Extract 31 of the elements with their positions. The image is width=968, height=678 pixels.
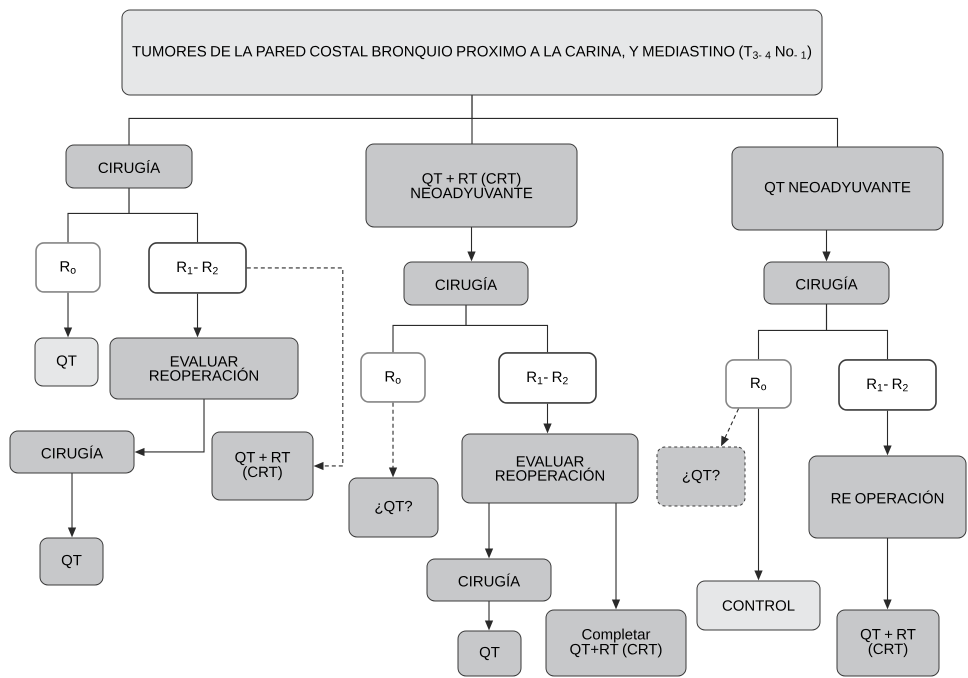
process-box: QT [34,337,98,386]
result-box: R$_{o}$ [35,242,101,293]
process-box: QT + RT (CRT) [836,609,940,676]
process-box: EVALUAR REOPERACIÓN [110,337,298,400]
process-box: QT + RT (CRT) [212,431,314,500]
connector-line [465,305,548,352]
process-box: QT + RT (CRT) NEOADYUVANTE [366,143,578,228]
arrow [246,267,344,470]
process-box: Completar QT+RT (CRT) [546,609,686,676]
process-box: CIRUGÍA [426,558,552,602]
process-box: CIRUGÍA [764,261,890,304]
result-box: R$_{o}$ [725,359,792,409]
process-box: QT NEOADYUVANTE [732,146,944,230]
process-box: CIRUGÍA [66,144,192,188]
process-box: ¿QT? [656,446,746,506]
result-box: R$_{o}$ [360,352,426,403]
connector-line [471,95,838,146]
process-box: ¿QT? [348,477,438,538]
result-box: R$_{1}$- R$_{2}$ [498,352,597,404]
title-box: TUMORES DE LA PARED COSTAL BRONQUIO PROXIMO A LA CARINA, Y MEDIASTINO (T$_{3- 4}$ No$_{- 1}$) [122,10,822,96]
process-box: EVALUAR REOPERACIÓN [462,433,638,504]
process-box: QT [458,630,522,676]
connector-line [826,304,888,360]
process-box: RE OPERACIÓN [808,455,966,538]
result-box: R$_{1}$- R$_{2}$ [838,359,937,411]
result-box: R$_{1}$- R$_{2}$ [148,242,247,294]
connector-line [128,188,198,242]
process-box: CIRUGÍA [10,430,134,474]
process-box: CIRUGÍA [404,261,528,306]
process-box: QT [40,537,104,586]
process-box: CONTROL [696,580,820,630]
